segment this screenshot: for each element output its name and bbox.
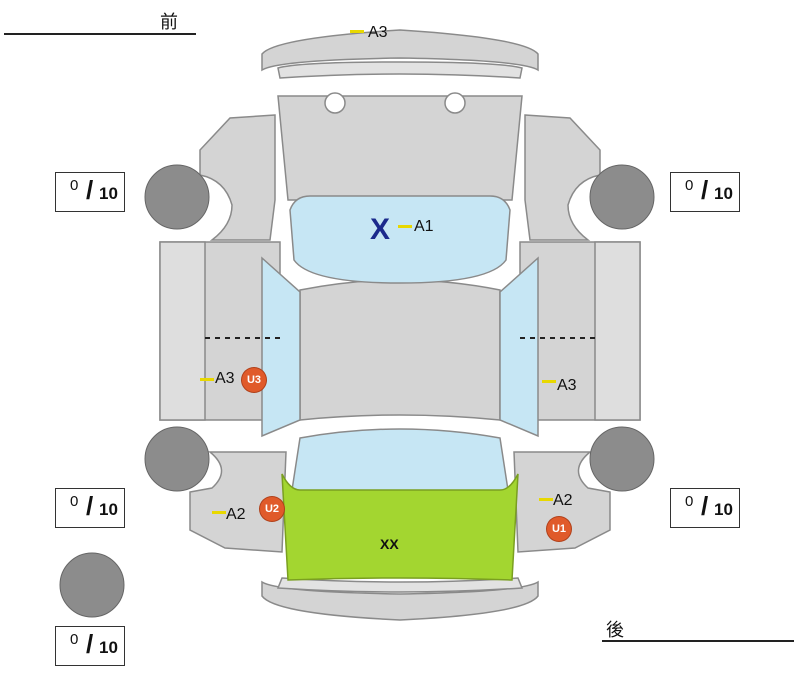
windshield-code: A1 <box>414 218 434 235</box>
rear-left-quarter <box>189 451 287 553</box>
tire-readout-value: 0 <box>685 177 694 194</box>
tire-readout-value: 0 <box>70 177 79 194</box>
front-header-line <box>4 33 196 35</box>
tire-readout-slash: / <box>86 175 94 205</box>
tire-readout-denominator: 10 <box>99 500 118 519</box>
rear-left-code: A2 <box>226 506 246 523</box>
tire-readout-slash: / <box>701 175 709 205</box>
tire-readout-value: 0 <box>70 631 79 648</box>
windshield-marker <box>398 225 412 228</box>
rear-header-label: 後 <box>606 620 624 641</box>
tire-readout-rear-left: 0 / 10 <box>55 488 125 528</box>
rear-bumper-inner <box>276 577 524 593</box>
trunk-lid <box>281 473 519 581</box>
rear-left-badge: U2 <box>260 497 284 521</box>
front-left-fender <box>199 114 276 241</box>
tire-readout-front-left: 0 / 10 <box>55 172 125 212</box>
tire-readout-denominator: 10 <box>99 638 118 657</box>
left-side-marker <box>200 378 214 381</box>
trunk-code: XX <box>380 536 399 552</box>
left-window <box>261 256 301 438</box>
front-left-tire <box>144 164 210 230</box>
right-window <box>499 256 539 438</box>
tire-readout-spare: 0 / 10 <box>55 626 125 666</box>
tire-readout-denominator: 10 <box>714 184 733 203</box>
windshield-x-mark: X <box>370 213 391 246</box>
tire-readout-slash: / <box>86 629 94 659</box>
rear-left-marker <box>212 511 226 514</box>
front-right-fender <box>524 114 601 241</box>
rear-right-tire <box>589 426 655 492</box>
rear-window <box>291 428 509 495</box>
left-headlight <box>324 92 346 114</box>
spare-tire <box>59 552 125 618</box>
right-side-code: A3 <box>557 377 577 394</box>
tire-readout-value: 0 <box>685 493 694 510</box>
rear-right-badge: U1 <box>547 517 571 541</box>
right-rocker <box>594 241 641 421</box>
windshield <box>289 195 511 284</box>
left-side-code: A3 <box>215 370 235 387</box>
front-bumper-marker <box>350 30 364 33</box>
tire-readout-slash: / <box>86 491 94 521</box>
roof <box>299 279 501 421</box>
front-bumper-inner <box>277 61 523 79</box>
front-right-tire <box>589 164 655 230</box>
right-side-marker <box>542 380 556 383</box>
rear-right-code: A2 <box>553 492 573 509</box>
right-headlight <box>444 92 466 114</box>
tire-readout-rear-right: 0 / 10 <box>670 488 740 528</box>
tire-readout-front-right: 0 / 10 <box>670 172 740 212</box>
hood <box>277 95 523 201</box>
tire-readout-denominator: 10 <box>99 184 118 203</box>
rear-left-tire <box>144 426 210 492</box>
front-bumper <box>261 29 539 72</box>
front-header-label: 前 <box>160 12 178 33</box>
rear-right-quarter <box>513 451 611 553</box>
tire-readout-slash: / <box>701 491 709 521</box>
left-side-badge: U3 <box>242 368 266 392</box>
front-bumper-code: A3 <box>368 24 388 41</box>
rear-bumper <box>261 580 539 621</box>
rear-right-marker <box>539 498 553 501</box>
tire-readout-value: 0 <box>70 493 79 510</box>
rear-header-line <box>602 640 794 642</box>
tire-readout-denominator: 10 <box>714 500 733 519</box>
left-rocker <box>159 241 206 421</box>
